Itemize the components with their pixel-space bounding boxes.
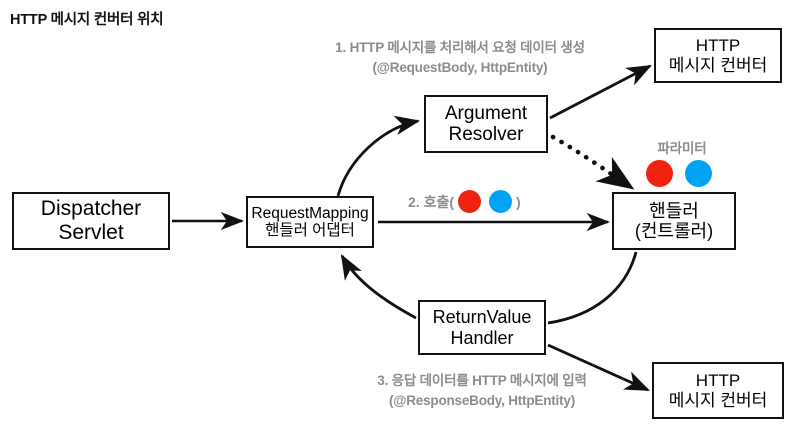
node-http-message-converter-top-line1: HTTP xyxy=(695,36,741,56)
node-argument-resolver-line1: Argument xyxy=(444,102,528,124)
annotation-step-1-line1: 1. HTTP 메시지를 처리해서 요청 데이터 생성 xyxy=(335,40,585,55)
annotation-step-2-suffix: ) xyxy=(516,193,521,210)
annotation-step-2-prefix: 2. 호출( xyxy=(408,193,454,210)
annotation-parameter-label: 파라미터 xyxy=(657,141,707,156)
node-return-value-handler-line1: ReturnValue xyxy=(432,307,532,328)
node-handler-controller-line2: (컨트롤러) xyxy=(634,221,714,241)
node-return-value-handler[interactable]: ReturnValue Handler xyxy=(418,300,546,355)
annotation-step-3-line1: 3. 응답 데이터를 HTTP 메시지에 입력 xyxy=(377,373,587,388)
node-handler-controller-line1: 핸들러 xyxy=(649,200,699,221)
node-http-message-converter-bottom-line2: 메시지 컨버터 xyxy=(668,390,768,410)
edge-returnvalue-to-reqmap xyxy=(340,254,417,320)
call-blue-dot-icon xyxy=(489,190,512,213)
node-dispatcher-servlet-line1: Dispatcher xyxy=(40,197,142,221)
annotation-step-3: 3. 응답 데이터를 HTTP 메시지에 입력 (@ResponseBody, … xyxy=(332,371,632,410)
edge-reqmap-to-argument-resolver xyxy=(336,115,421,197)
annotation-step-1-line2: (@RequestBody, HttpEntity) xyxy=(372,59,548,75)
node-request-mapping-handler-adapter[interactable]: RequestMapping 핸들러 어댑터 xyxy=(246,196,374,248)
node-argument-resolver-line2: Resolver xyxy=(448,124,524,145)
edge-argument-resolver-to-handler-dotted xyxy=(550,134,635,191)
parameter-dots xyxy=(646,160,712,187)
node-http-message-converter-bottom-line1: HTTP xyxy=(695,371,741,391)
node-http-message-converter-top[interactable]: HTTP 메시지 컨버터 xyxy=(654,28,782,83)
node-handler-controller[interactable]: 핸들러 (컨트롤러) xyxy=(612,192,736,250)
node-dispatcher-servlet-line2: Servlet xyxy=(58,221,124,244)
node-dispatcher-servlet[interactable]: Dispatcher Servlet xyxy=(12,192,170,250)
call-red-dot-icon xyxy=(458,190,481,213)
parameter-blue-dot-icon xyxy=(685,160,712,187)
parameter-red-dot-icon xyxy=(646,160,673,187)
page-title: HTTP 메시지 컨버터 위치 xyxy=(10,12,164,28)
annotation-step-2: 2. 호출( ) xyxy=(408,190,521,213)
annotation-step-3-line2: (@ResponseBody, HttpEntity) xyxy=(388,392,575,408)
edge-handler-to-returnvalue xyxy=(547,251,638,325)
node-http-message-converter-bottom[interactable]: HTTP 메시지 컨버터 xyxy=(652,362,784,419)
node-request-mapping-handler-adapter-line1: RequestMapping xyxy=(251,204,369,222)
node-http-message-converter-top-line2: 메시지 컨버터 xyxy=(668,55,768,75)
annotation-step-1: 1. HTTP 메시지를 처리해서 요청 데이터 생성 (@RequestBod… xyxy=(300,38,620,77)
node-request-mapping-handler-adapter-line2: 핸들러 어댑터 xyxy=(265,222,355,239)
node-argument-resolver[interactable]: Argument Resolver xyxy=(424,95,548,153)
node-return-value-handler-line2: Handler xyxy=(450,327,514,348)
